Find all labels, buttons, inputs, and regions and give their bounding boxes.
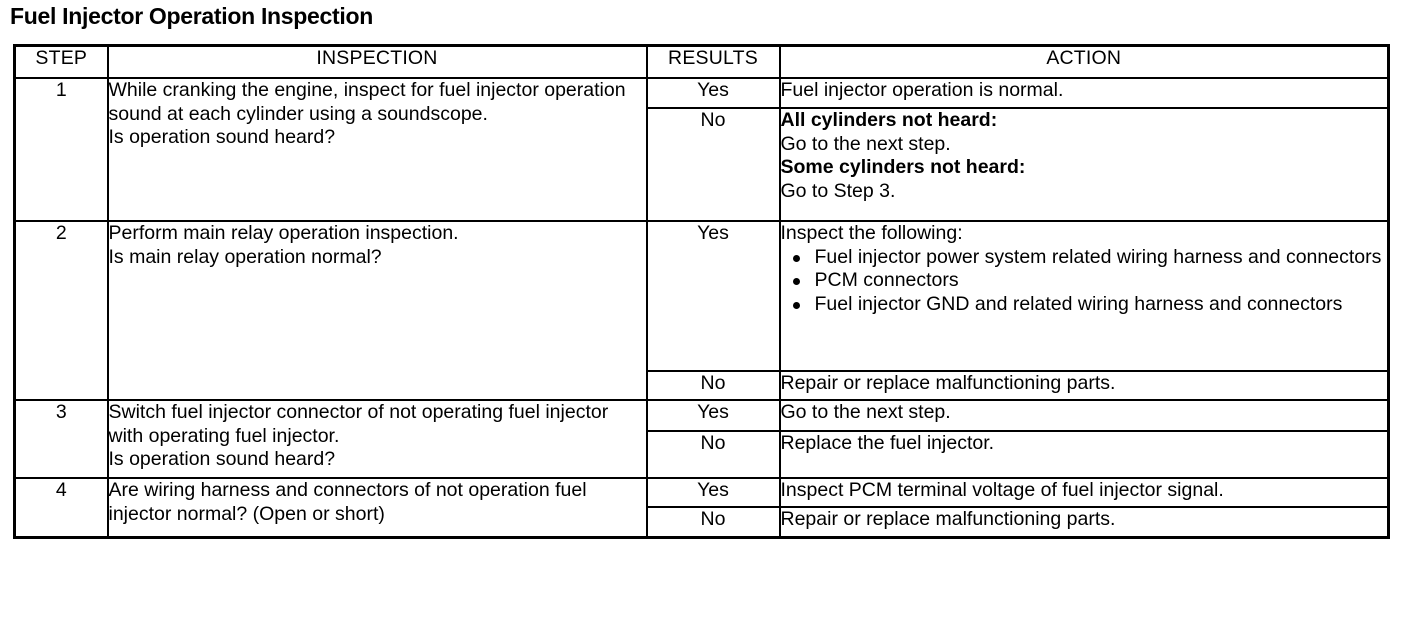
- action-line-emphasis: All cylinders not heard:: [780, 109, 998, 131]
- result-value: Yes: [645, 477, 781, 508]
- result-value: No: [645, 506, 781, 538]
- page-title: Fuel Injector Operation Inspection: [10, 3, 373, 29]
- step-number: 4: [13, 477, 109, 538]
- action-line: Fuel injector operation is normal.: [780, 79, 1064, 101]
- action-line: Go to the next step.: [780, 401, 951, 423]
- action-cell: Repair or replace malfunctioning parts.: [778, 370, 1390, 401]
- inspection-line: Perform main relay operation inspection.: [108, 222, 459, 244]
- result-value: Yes: [645, 399, 781, 432]
- step-number: 3: [13, 399, 109, 479]
- column-header-step: STEP: [13, 44, 109, 79]
- table-header: STEP INSPECTION RESULTS ACTION: [13, 44, 1390, 79]
- list-item-label: PCM connectors: [814, 269, 959, 291]
- inspection-line: Are wiring harness and connectors of not…: [108, 479, 587, 525]
- action-bullet-list: Fuel injector power system related wirin…: [781, 246, 1388, 317]
- inspection-line: Is operation sound heard?: [108, 126, 336, 148]
- list-item-label: Fuel injector power system related wirin…: [814, 245, 1382, 268]
- action-cell: Fuel injector operation is normal.: [778, 77, 1390, 109]
- action-cell: Inspect the following:Fuel injector powe…: [778, 220, 1390, 372]
- bullet-icon: [792, 278, 800, 285]
- inspection-line: Is main relay operation normal?: [108, 245, 382, 268]
- action-line: Inspect the following:: [780, 222, 963, 244]
- bullet-icon: [792, 254, 800, 262]
- action-line-emphasis: Some cylinders not heard:: [780, 156, 1026, 178]
- column-header-results: RESULTS: [645, 44, 781, 79]
- list-item: Fuel injector GND and related wiring har…: [792, 292, 1388, 317]
- action-line: Repair or replace malfunctioning parts.: [780, 372, 1116, 394]
- result-value: No: [645, 430, 781, 479]
- action-line: Replace the fuel injector.: [780, 432, 995, 454]
- list-item: Fuel injector power system related wirin…: [792, 245, 1388, 270]
- bullet-icon: [792, 301, 800, 309]
- header-row: STEP INSPECTION RESULTS ACTION: [13, 44, 1390, 79]
- action-cell: Go to the next step.: [778, 399, 1390, 432]
- inspection-line: Switch fuel injector connector of not op…: [108, 401, 609, 447]
- list-item: PCM connectors: [792, 269, 1388, 293]
- result-value: No: [645, 107, 781, 222]
- inspection-cell: Are wiring harness and connectors of not…: [106, 477, 648, 538]
- action-line: Repair or replace malfunctioning parts.: [780, 508, 1116, 530]
- step-number: 2: [13, 220, 109, 401]
- result-value: Yes: [645, 220, 781, 372]
- inspection-cell: Perform main relay operation inspection.…: [106, 220, 648, 401]
- inspection-cell: Switch fuel injector connector of not op…: [106, 399, 648, 479]
- action-line: Inspect PCM terminal voltage of fuel inj…: [780, 479, 1224, 501]
- inspection-cell: While cranking the engine, inspect for f…: [106, 77, 648, 222]
- action-line: Go to the next step.: [780, 132, 951, 155]
- list-item-label: Fuel injector GND and related wiring har…: [814, 292, 1343, 315]
- action-cell: All cylinders not heard:Go to the next s…: [778, 107, 1390, 222]
- action-cell: Repair or replace malfunctioning parts.: [778, 506, 1390, 538]
- action-cell: Replace the fuel injector.: [778, 430, 1390, 479]
- inspection-line: While cranking the engine, inspect for f…: [108, 79, 626, 125]
- result-value: Yes: [645, 77, 781, 109]
- inspection-line: Is operation sound heard?: [108, 448, 336, 470]
- column-header-inspection: INSPECTION: [106, 44, 648, 79]
- column-header-action: ACTION: [778, 44, 1390, 79]
- result-value: No: [645, 370, 781, 401]
- action-line: Go to Step 3.: [780, 179, 896, 202]
- step-number: 1: [13, 77, 109, 222]
- action-cell: Inspect PCM terminal voltage of fuel inj…: [778, 477, 1390, 508]
